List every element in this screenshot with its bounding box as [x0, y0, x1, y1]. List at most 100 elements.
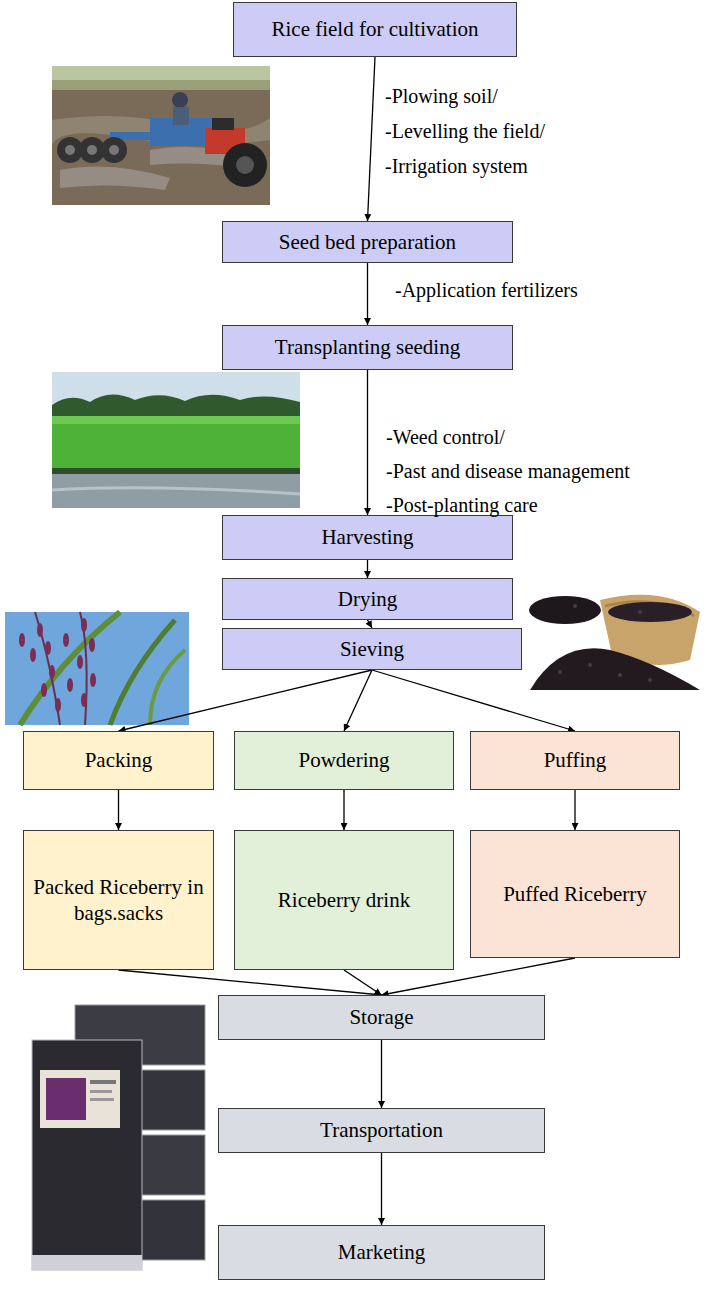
- rice-panicle-photo-part-part: [81, 618, 87, 632]
- box-label: Storage: [349, 1004, 413, 1030]
- rice-field-photo-part: [52, 416, 300, 424]
- flow-arrow: [344, 670, 372, 731]
- box-label: Rice field for cultivation: [271, 16, 478, 42]
- tractor-photo-part: [52, 66, 270, 80]
- tractor-photo-part: [52, 66, 270, 205]
- packed-rice-bags-photo-part: [32, 1255, 142, 1270]
- black-rice-basket-photo-part-part: [573, 604, 577, 608]
- process-box: Transplanting seeding: [222, 325, 513, 370]
- tractor-photo-part: [173, 107, 189, 125]
- packed-rice-bags-photo-part: [40, 1070, 120, 1128]
- flow-arrow: [368, 57, 376, 221]
- black-rice-basket-photo-part: [608, 602, 692, 622]
- box-label: Drying: [338, 586, 398, 612]
- tractor-photo-part: [109, 145, 119, 155]
- rice-panicle-photo-part-part: [90, 673, 96, 687]
- step-note: -Levelling the field/: [385, 119, 545, 143]
- tractor-photo-part: [60, 166, 170, 190]
- tractor-photo-part: [65, 145, 75, 155]
- tractor-photo-part: [236, 156, 254, 174]
- box-label: Puffing: [544, 747, 607, 773]
- product-box: Riceberry drink: [234, 830, 454, 970]
- box-label: Packing: [85, 747, 153, 773]
- rice-panicle-photo-part-part: [55, 698, 61, 712]
- packed-rice-bags-photo-part: [32, 1040, 142, 1270]
- rice-field-photo-part: [52, 416, 300, 470]
- rice-field-photo-part: [52, 474, 300, 508]
- box-label: Puffed Riceberry: [503, 881, 647, 907]
- tractor-photo-part: [101, 137, 127, 163]
- box-label: Marketing: [338, 1239, 425, 1265]
- rice-panicle-photo-part-part: [89, 638, 95, 652]
- process-box: Marketing: [218, 1225, 545, 1280]
- black-rice-basket-photo-part-part: [588, 663, 592, 667]
- box-label: Sieving: [340, 636, 404, 662]
- black-rice-basket-photo-part: [558, 604, 652, 682]
- black-rice-basket-photo-part: [529, 596, 601, 624]
- flow-arrow: [119, 670, 373, 731]
- tractor-photo: [52, 66, 270, 205]
- process-box: Harvesting: [222, 515, 513, 560]
- box-label: Riceberry drink: [278, 887, 410, 913]
- rice-field-photo-part: [52, 372, 300, 508]
- tractor-photo-part: [223, 143, 267, 187]
- rice-panicle-photo-part: [150, 650, 185, 725]
- step-note: -Past and disease management: [386, 459, 630, 483]
- packed-rice-bags-photo: [32, 1005, 205, 1270]
- process-box: Storage: [218, 995, 545, 1040]
- product-box: Puffed Riceberry: [470, 830, 680, 958]
- rice-panicle-photo-part-part: [19, 633, 25, 647]
- rice-panicle-photo-part-part: [49, 665, 55, 679]
- rice-panicle-photo-part-part: [30, 648, 36, 662]
- tractor-photo-part: [172, 92, 188, 108]
- rice-panicle-photo-part-part: [63, 633, 69, 647]
- box-label: Transplanting seeding: [275, 334, 460, 360]
- process-box: Drying: [222, 578, 513, 620]
- black-rice-basket-photo: [529, 595, 700, 690]
- flow-arrow: [367, 560, 368, 578]
- box-label: Packed Riceberry in bags.sacks: [32, 874, 205, 927]
- packed-rice-bags-photo-part: [90, 1098, 114, 1101]
- flow-arrow: [372, 670, 575, 731]
- step-note: -Weed control/: [386, 425, 505, 449]
- rice-field-photo-part: [52, 468, 300, 474]
- rice-field-photo-part: [52, 394, 300, 418]
- rice-panicle-photo-part: [35, 612, 60, 725]
- step-note: -Plowing soil/: [385, 84, 498, 108]
- process-box: Seed bed preparation: [222, 221, 513, 263]
- rice-panicle-photo-part-part: [37, 623, 43, 637]
- rice-panicle-photo-part: [20, 612, 120, 725]
- flow-arrow: [343, 790, 344, 830]
- process-box: Powdering: [234, 731, 454, 790]
- rice-panicle-photo-part: [5, 612, 189, 725]
- rice-panicle-photo: [5, 612, 189, 725]
- step-note: -Post-planting care: [386, 493, 538, 517]
- packed-rice-bags-photo-part: [90, 1080, 116, 1084]
- packed-rice-bags-photo-part: [90, 1090, 112, 1093]
- flow-arrow: [344, 970, 382, 995]
- flow-arrow: [118, 790, 119, 830]
- black-rice-basket-photo-part-part: [618, 673, 622, 677]
- tractor-photo-part: [52, 80, 270, 90]
- rice-panicle-photo-part-part: [67, 678, 73, 692]
- flow-arrow: [119, 970, 382, 995]
- process-box: Puffing: [470, 731, 680, 790]
- rice-field-photo-part: [52, 488, 300, 494]
- rice-panicle-photo-part-part: [45, 641, 51, 655]
- rice-field-photo: [52, 372, 300, 508]
- flow-arrow: [367, 263, 368, 325]
- flow-arrow: [368, 620, 373, 628]
- process-box: Sieving: [222, 628, 522, 670]
- rice-panicle-photo-part-part: [41, 683, 47, 697]
- flow-arrow: [367, 370, 368, 515]
- box-label: Seed bed preparation: [279, 229, 456, 255]
- step-note: -Application fertilizers: [395, 278, 578, 302]
- step-note: -Irrigation system: [385, 154, 528, 178]
- box-label: Transportation: [320, 1117, 443, 1143]
- rice-panicle-photo-part-part: [81, 693, 87, 707]
- packed-rice-bags-photo-part: [46, 1078, 86, 1120]
- black-rice-basket-photo-part-part: [558, 670, 562, 674]
- flow-arrow: [574, 790, 575, 830]
- tractor-photo-part: [212, 118, 234, 130]
